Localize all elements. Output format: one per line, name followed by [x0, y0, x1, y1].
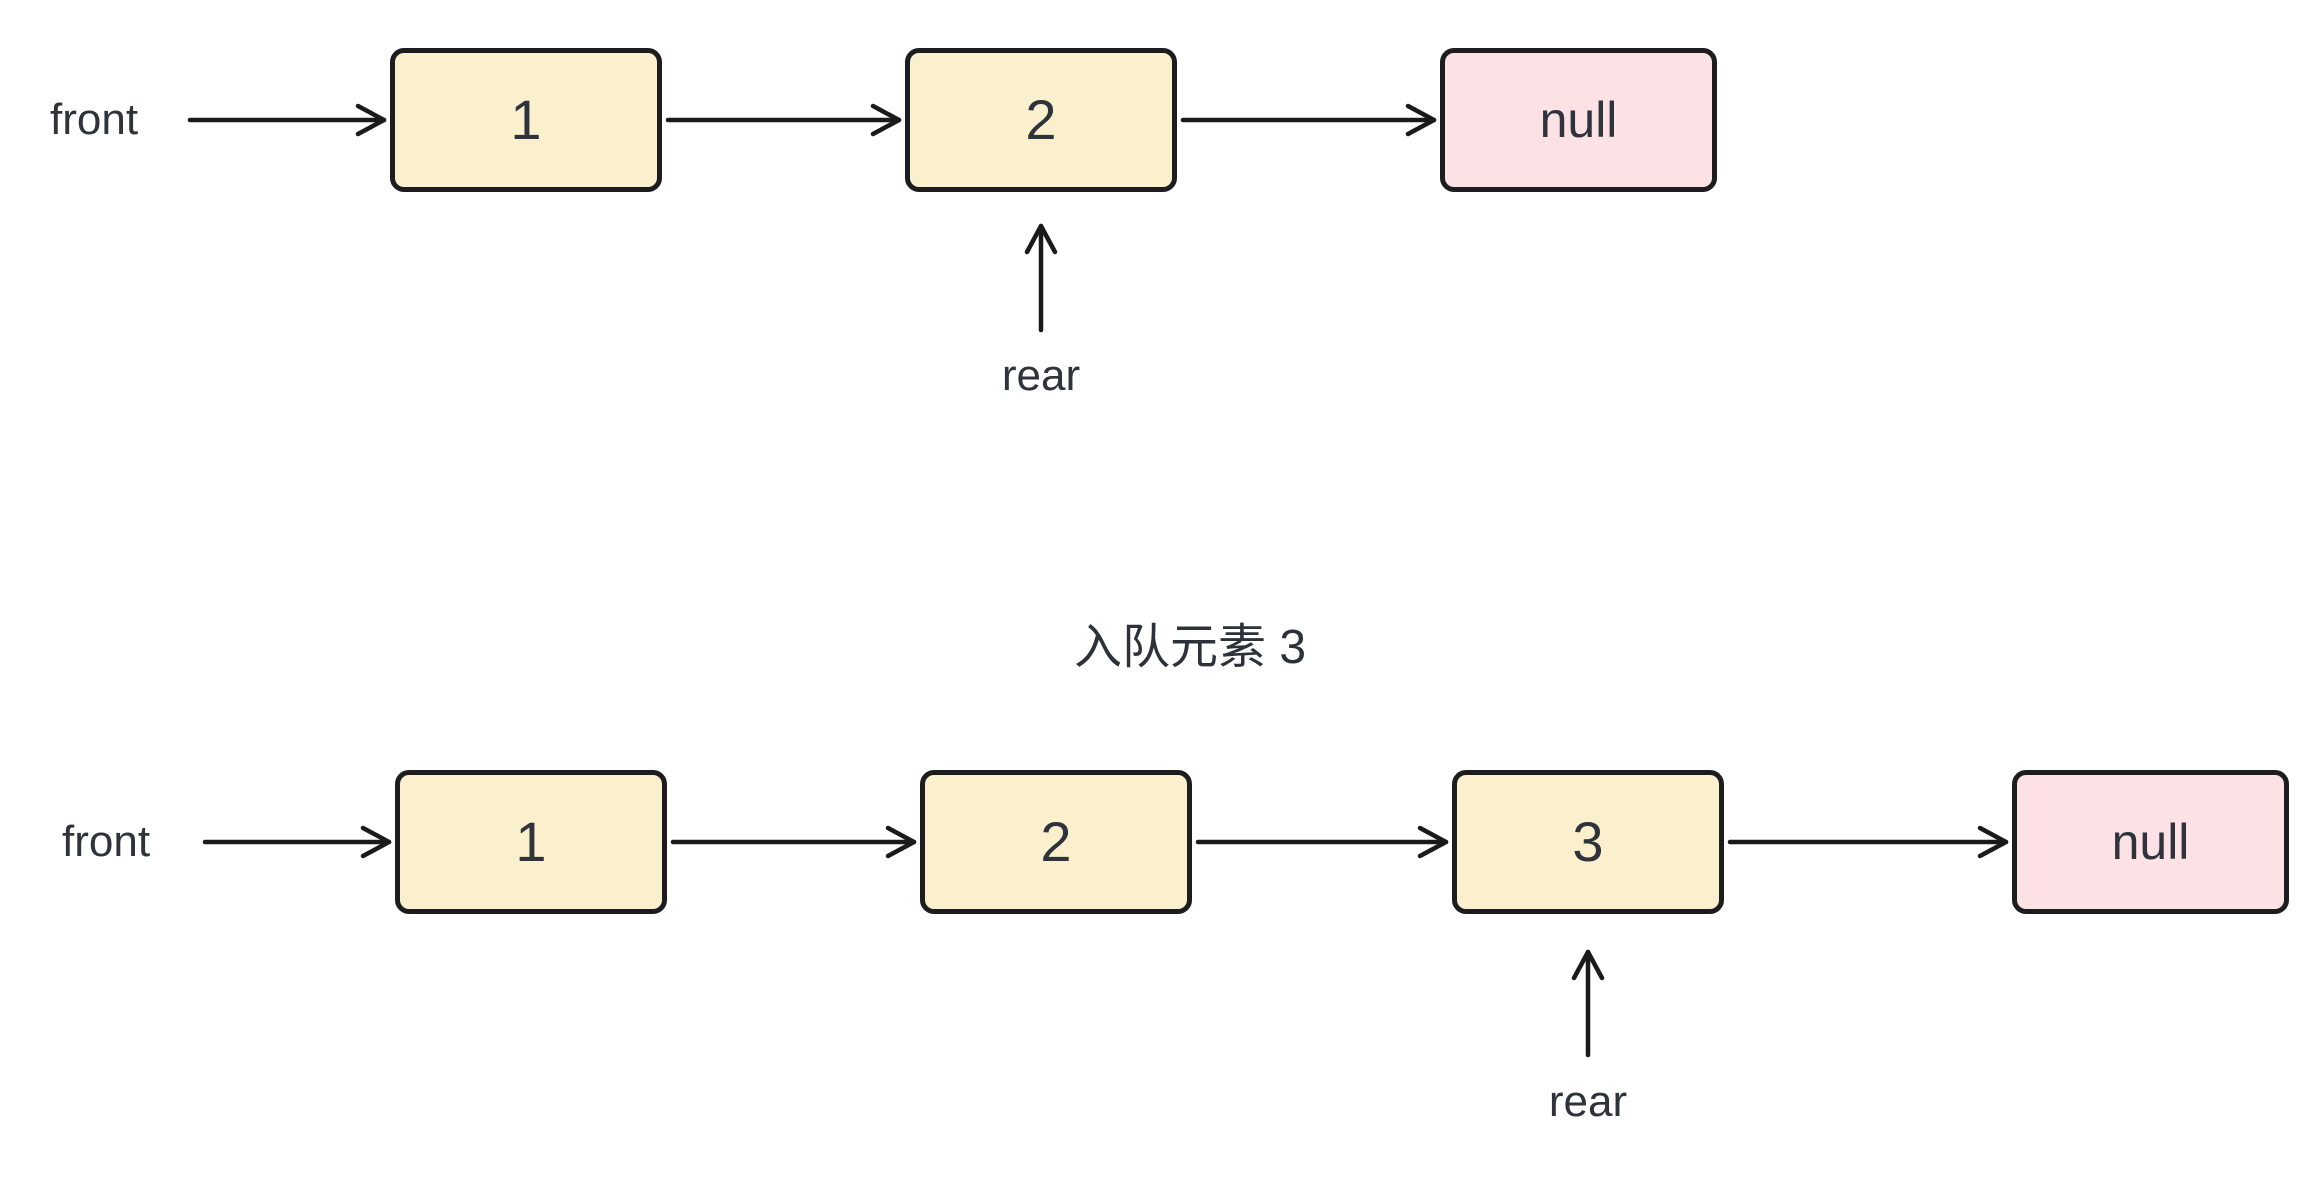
enqueue-caption: 入队元素 3 [1073, 621, 1307, 674]
next-pointer-arrow [1727, 825, 2009, 859]
next-pointer-arrow [1180, 103, 1437, 137]
node-value: 1 [510, 88, 542, 151]
queue-node: 1 [395, 770, 667, 914]
next-pointer-arrow [1195, 825, 1449, 859]
rear-pointer-label: rear [1548, 1077, 1628, 1126]
node-value: 2 [1025, 88, 1057, 151]
front-pointer-label: front [62, 817, 151, 866]
node-value: 1 [515, 810, 547, 873]
queue-node: 2 [920, 770, 1192, 914]
queue-node: 3 [1452, 770, 1724, 914]
queue-node: 2 [905, 48, 1177, 192]
rear-pointer-arrow [1571, 949, 1605, 1058]
front-pointer-arrow [187, 103, 387, 137]
null-node: null [1440, 48, 1717, 192]
node-value: 2 [1040, 810, 1072, 873]
null-node-label: null [1539, 92, 1618, 148]
next-pointer-arrow [665, 103, 902, 137]
rear-pointer-label: rear [1001, 351, 1081, 400]
null-node-label: null [2111, 814, 2190, 870]
front-pointer-label: front [50, 95, 139, 144]
front-pointer-arrow [202, 825, 392, 859]
node-value: 3 [1572, 810, 1604, 873]
rear-pointer-arrow [1024, 223, 1058, 333]
queue-node: 1 [390, 48, 662, 192]
null-node: null [2012, 770, 2289, 914]
next-pointer-arrow [670, 825, 917, 859]
